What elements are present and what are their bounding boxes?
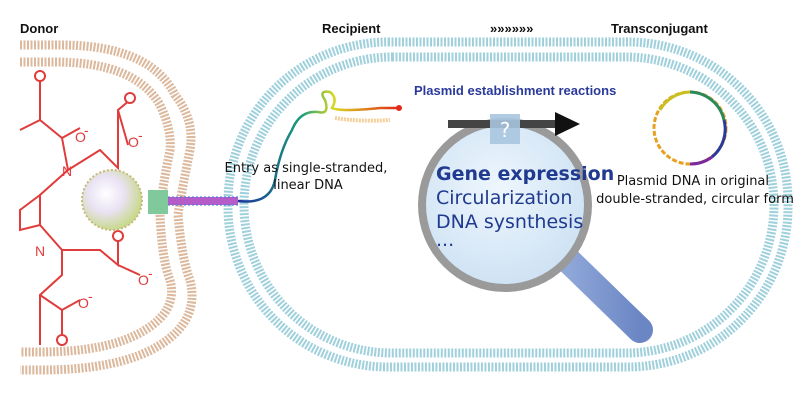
charge-label: - — [148, 265, 153, 281]
entry-text-line: linear DNA — [273, 178, 343, 193]
plasmid-text-line: double-stranded, circular form — [596, 192, 794, 207]
entry-text: Entry as single-stranded, linear DNA — [225, 161, 392, 193]
donor-cell-membrane — [20, 40, 197, 375]
nitrogen-label: N — [62, 163, 72, 179]
entry-text-line: Entry as single-stranded, — [225, 161, 388, 176]
magnifier-item-ellipsis: ... — [436, 229, 454, 251]
magnifier-item-dna-synthesis: DNA sysnthesis — [436, 211, 583, 233]
plasmid-ring — [652, 90, 728, 166]
magnifier-item-gene-expression: Gene expression — [436, 163, 614, 185]
transconjugant-label: Transconjugant — [611, 21, 708, 36]
plasmid-text-line: Plasmid DNA in original — [617, 174, 769, 189]
progress-arrow: »»»»»» — [490, 21, 533, 36]
nitrogen-label: N — [35, 243, 45, 259]
recipient-cell-membrane — [223, 37, 793, 372]
oxygen-label: O — [78, 295, 89, 311]
oxygen-label: O — [138, 272, 149, 288]
oxygen-label: O — [75, 129, 86, 145]
plasmid-text: Plasmid DNA in original double-stranded,… — [596, 174, 794, 207]
oxygen-label: O — [128, 134, 139, 150]
charge-label: - — [88, 288, 93, 304]
charge-label: - — [84, 122, 89, 138]
recipient-label: Recipient — [322, 21, 381, 36]
magnifying-glass — [418, 118, 653, 343]
question-box-icon: ? — [490, 114, 520, 144]
conjugation-pore — [148, 190, 238, 214]
donor-label: Donor — [20, 21, 58, 36]
question-mark: ? — [500, 118, 511, 142]
chelator-atoms: O - O - N N O - O - — [34, 70, 153, 346]
magnifier-item-circularization: Circularization — [436, 187, 572, 209]
chelator-structure — [19, 80, 141, 345]
single-stranded-dna — [237, 90, 398, 203]
reactions-title: Plasmid establishment reactions — [414, 83, 616, 98]
dna-end — [396, 105, 402, 111]
charge-label: - — [138, 127, 143, 143]
nanoparticle — [81, 169, 143, 231]
dna-synthesis-strand — [334, 116, 391, 123]
